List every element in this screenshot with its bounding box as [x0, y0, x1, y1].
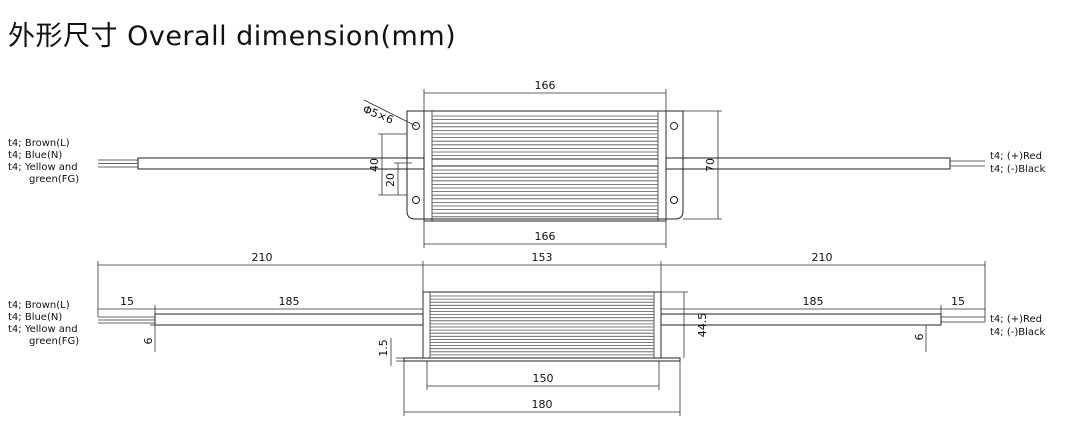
dim-case-length: 153: [532, 251, 553, 264]
top-view: 166 166 Φ5×6 40 20 70 t4; Brown(L) t4; B…: [8, 79, 1046, 248]
mount-hole: [412, 196, 420, 204]
side-input-cable: [154, 313, 424, 326]
dim-right-strip: 15: [951, 295, 965, 308]
dim-left-cable: 210: [252, 251, 273, 264]
dim-left-sheath: 185: [279, 295, 300, 308]
dim-right-sheath: 185: [803, 295, 824, 308]
dim-right-wire: 6: [913, 334, 926, 341]
mount-hole: [670, 122, 678, 130]
dim-right-cable: 210: [812, 251, 833, 264]
dim-base-length: 150: [533, 372, 554, 385]
page-title: 外形尺寸 Overall dimension(mm): [8, 21, 457, 52]
top-output-label: t4; (+)Red t4; (-)Black: [990, 151, 1046, 175]
side-output-cable: [660, 313, 942, 326]
top-input-cable: [137, 157, 425, 170]
dim-length-bottom: 166: [535, 230, 556, 243]
side-output-label: t4; (+)Red t4; (-)Black: [990, 314, 1046, 338]
top-heatsink-fins: [432, 115, 658, 218]
mount-hole: [670, 196, 678, 204]
mount-hole: [412, 122, 420, 130]
top-flange-plate: [406, 110, 684, 220]
dim-left-wire: 6: [142, 338, 155, 345]
dim-left-strip: 15: [120, 295, 134, 308]
dim-height-top: 70: [704, 158, 717, 172]
top-output-cable: [665, 157, 951, 170]
side-view: 210 153 210 15 185 185 15 6 6 44.5: [8, 251, 1046, 416]
dim-flange-length: 180: [532, 398, 553, 411]
side-end-cap-right: [653, 291, 662, 359]
top-end-cap-right: [657, 110, 667, 222]
top-end-cap-left: [423, 110, 433, 222]
dim-length-top: 166: [535, 79, 556, 92]
dim-mount-spacing: 40: [368, 158, 381, 172]
dim-hole: Φ5×6: [361, 103, 395, 127]
side-input-label: t4; Brown(L) t4; Blue(N) t4; Yellow and …: [8, 300, 81, 347]
side-end-cap-left: [422, 291, 431, 359]
top-input-label: t4; Brown(L) t4; Blue(N) t4; Yellow and …: [8, 138, 81, 185]
side-flange: [403, 357, 681, 362]
dim-height-side: 44.5: [696, 313, 709, 338]
dim-center-offset: 20: [384, 173, 397, 187]
side-heatsink-fins: [430, 295, 654, 356]
dim-flange-thickness: 1.5: [377, 339, 390, 357]
